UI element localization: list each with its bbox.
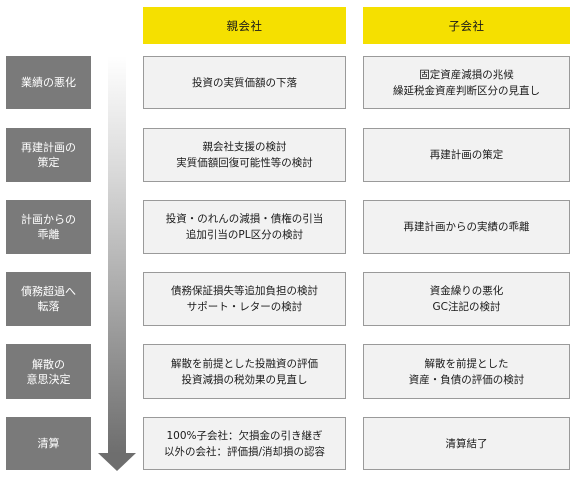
parent-cell-liquidation: 100%子会社：欠損金の引き継ぎ 以外の会社：評価損/消却損の認容: [143, 417, 346, 470]
stage-label-insolvency: 債務超過へ 転落: [6, 272, 91, 326]
stage-label-plan-deviation: 計画からの 乖離: [6, 200, 91, 254]
parent-cell-deterioration: 投資の実質価額の下落: [143, 56, 346, 109]
parent-cell-dissolution-decision: 解散を前提とした投融資の評価 投資減損の税効果の見直し: [143, 344, 346, 399]
child-cell-deterioration: 固定資産減損の兆候 繰延税金資産判断区分の見直し: [363, 56, 570, 109]
child-cell-dissolution-decision: 解散を前提とした 資産・負債の評価の検討: [363, 344, 570, 399]
stage-label-dissolution-decision: 解散の 意思決定: [6, 344, 91, 399]
child-cell-liquidation: 清算結了: [363, 417, 570, 470]
child-cell-restructuring-plan: 再建計画の策定: [363, 128, 570, 182]
timeline-arrow-shaft: [108, 56, 126, 454]
parent-cell-plan-deviation: 投資・のれんの減損・債権の引当 追加引当のPL区分の検討: [143, 200, 346, 254]
stage-label-liquidation: 清算: [6, 417, 91, 470]
timeline-arrow-head: [98, 453, 136, 471]
parent-cell-insolvency: 債務保証損失等追加負担の検討 サポート・レターの検討: [143, 272, 346, 326]
child-cell-plan-deviation: 再建計画からの実績の乖離: [363, 200, 570, 254]
child-cell-insolvency: 資金繰りの悪化 GC注記の検討: [363, 272, 570, 326]
header-subsidiary: 子会社: [363, 7, 570, 44]
stage-label-restructuring-plan: 再建計画の 策定: [6, 128, 91, 182]
stage-label-deterioration: 業績の悪化: [6, 56, 91, 109]
header-parent-company: 親会社: [143, 7, 346, 44]
parent-cell-restructuring-plan: 親会社支援の検討 実質価額回復可能性等の検討: [143, 128, 346, 182]
